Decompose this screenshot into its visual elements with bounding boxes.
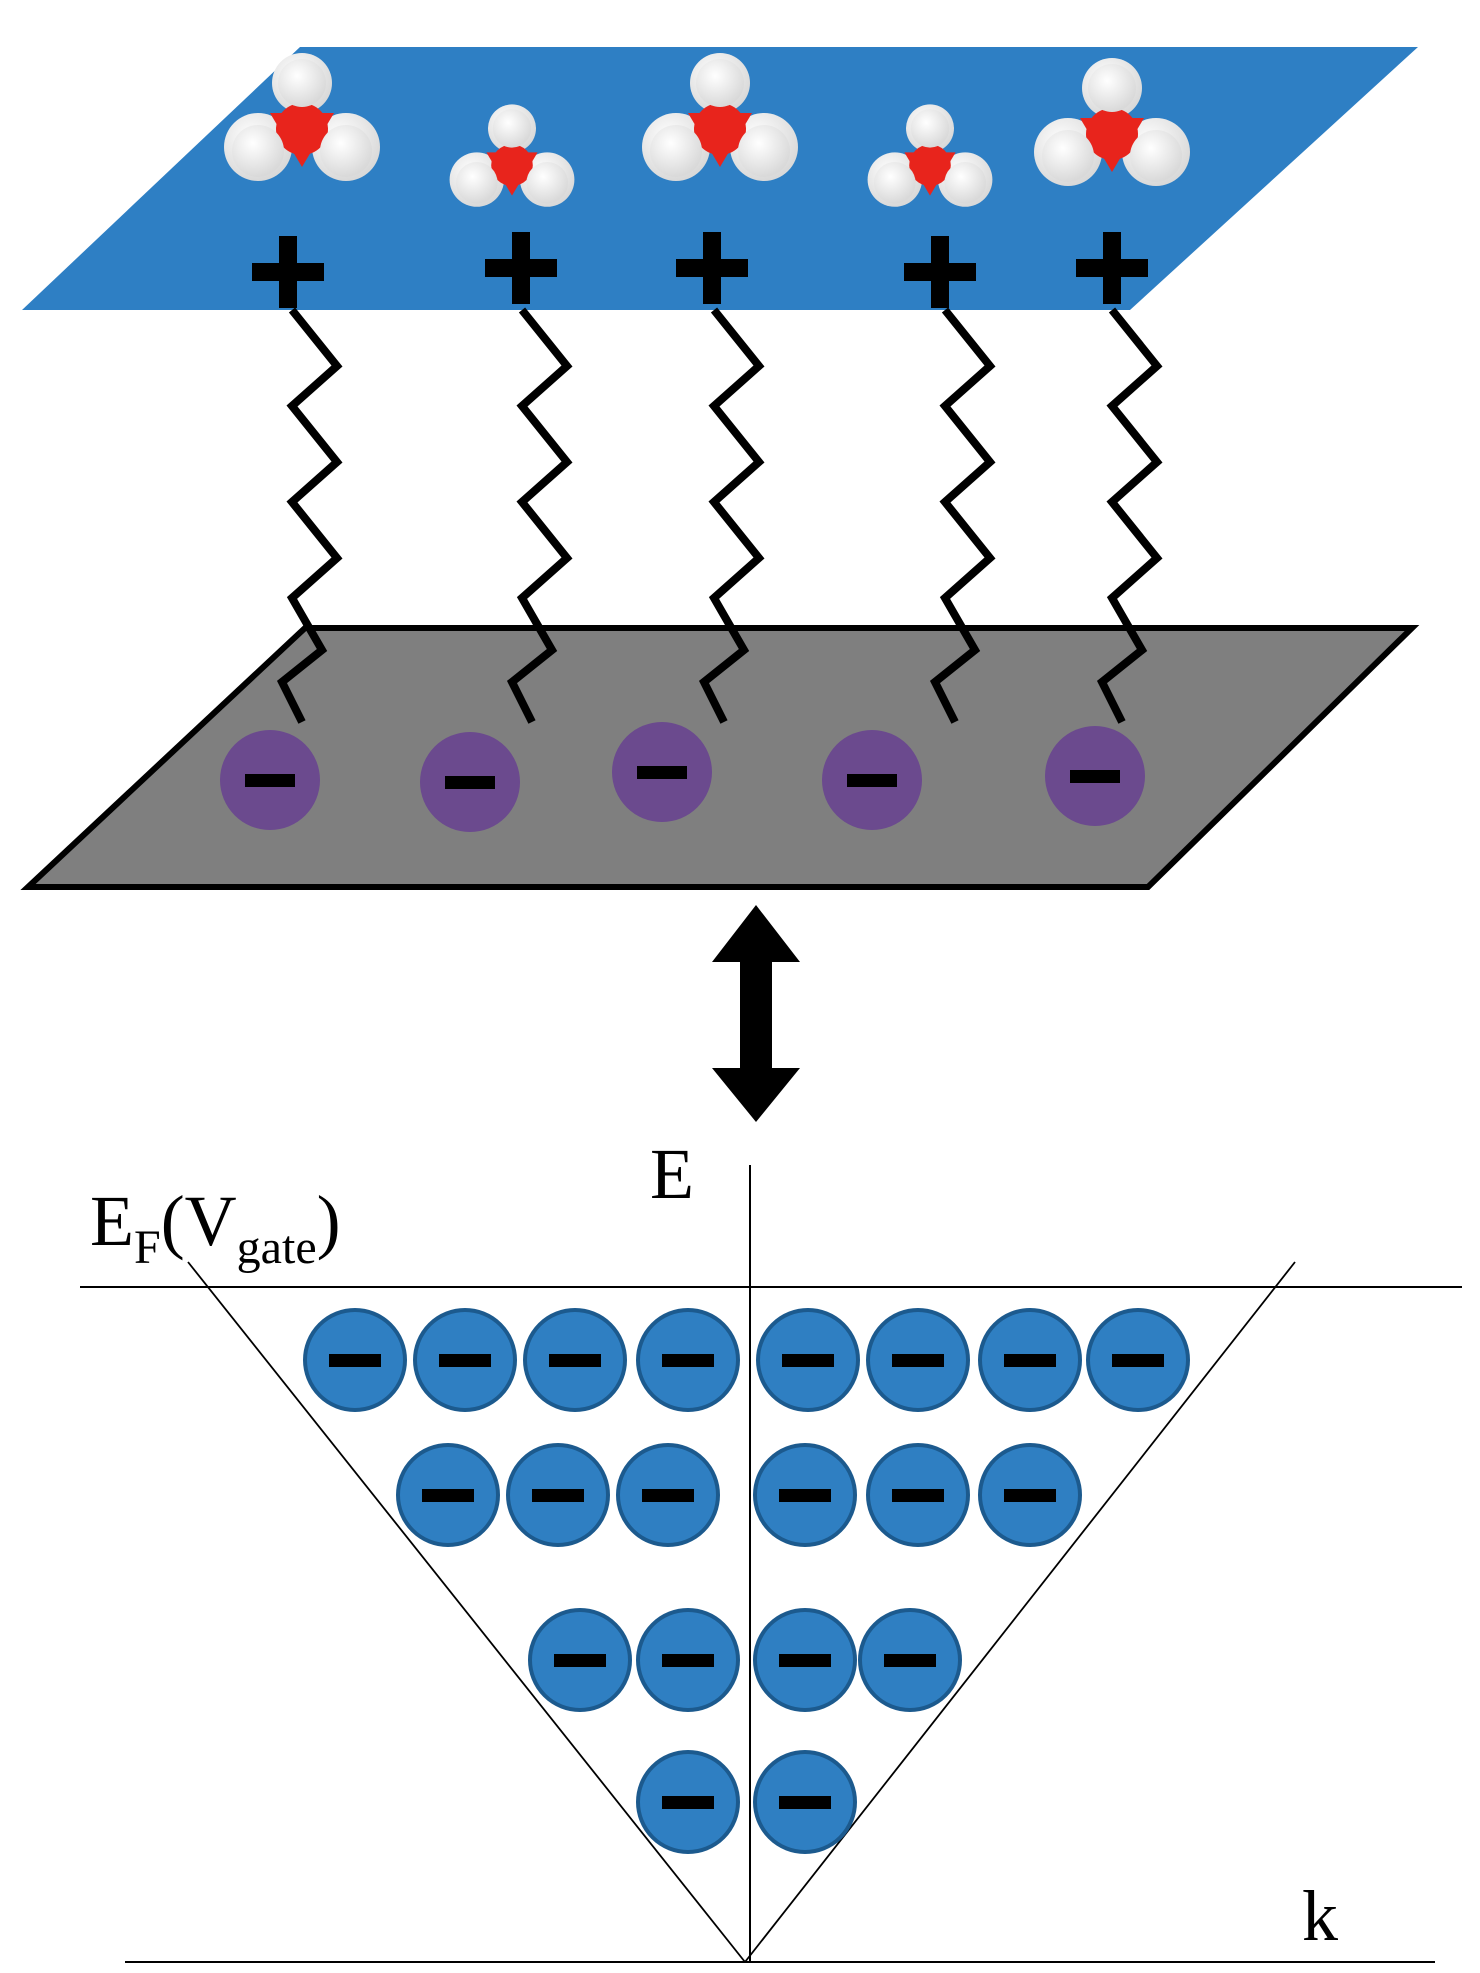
water-cluster-icon — [224, 53, 380, 181]
double-arrow-icon — [712, 905, 800, 1122]
band-electron — [753, 1750, 857, 1854]
water-cluster-icon — [1034, 58, 1190, 186]
fermi-paren-open: (V — [161, 1181, 237, 1261]
band-electron — [303, 1308, 407, 1412]
band-electron-group — [303, 1308, 1190, 1854]
band-electron — [506, 1443, 610, 1547]
top-plane — [22, 47, 1418, 310]
surface-negative-charge — [420, 732, 520, 832]
band-electron — [636, 1308, 740, 1412]
bottom-plane — [20, 625, 1420, 890]
linker-chain — [929, 307, 996, 724]
surface-negative-charge — [1045, 726, 1145, 826]
surface-charge-group — [220, 722, 1145, 832]
band-electron — [1086, 1308, 1190, 1412]
band-electron — [978, 1443, 1082, 1547]
positive-sign — [904, 236, 976, 308]
band-electron — [528, 1608, 632, 1712]
band-electron — [978, 1308, 1082, 1412]
band-electron — [616, 1443, 720, 1547]
band-electron — [523, 1308, 627, 1412]
water-cluster-icon — [449, 104, 575, 207]
fermi-main: E — [90, 1181, 134, 1261]
positive-sign-group — [252, 232, 1148, 308]
fermi-sub-f: F — [134, 1221, 161, 1274]
molecule-group — [224, 53, 1190, 207]
momentum-axis-label: k — [1302, 1876, 1338, 1956]
band-electron — [858, 1608, 962, 1712]
dirac-cone-left — [187, 1261, 746, 1963]
linker-chain — [506, 307, 573, 724]
positive-sign — [1076, 232, 1148, 304]
band-electron — [866, 1443, 970, 1547]
surface-negative-charge — [822, 730, 922, 830]
linker-chain — [1096, 307, 1163, 724]
linker-chain-group — [276, 307, 1163, 724]
dirac-cone-right — [744, 1261, 1296, 1963]
linker-chain — [276, 307, 343, 724]
band-electron — [636, 1750, 740, 1854]
water-cluster-icon — [642, 53, 798, 181]
positive-sign — [676, 232, 748, 304]
positive-sign — [485, 232, 557, 304]
band-electron — [413, 1308, 517, 1412]
fermi-sub-gate: gate — [237, 1221, 317, 1274]
water-cluster-icon — [867, 104, 993, 207]
band-electron — [753, 1608, 857, 1712]
band-electron — [866, 1308, 970, 1412]
band-electron — [753, 1443, 857, 1547]
band-electron — [396, 1443, 500, 1547]
linker-chain — [698, 307, 765, 724]
surface-negative-charge — [612, 722, 712, 822]
band-electron — [636, 1608, 740, 1712]
fermi-level-label: EF(Vgate) — [90, 1181, 341, 1274]
band-electron — [756, 1308, 860, 1412]
fermi-paren-close: ) — [317, 1181, 341, 1261]
positive-sign — [252, 236, 324, 308]
surface-negative-charge — [220, 730, 320, 830]
energy-axis-label: E — [650, 1134, 694, 1214]
